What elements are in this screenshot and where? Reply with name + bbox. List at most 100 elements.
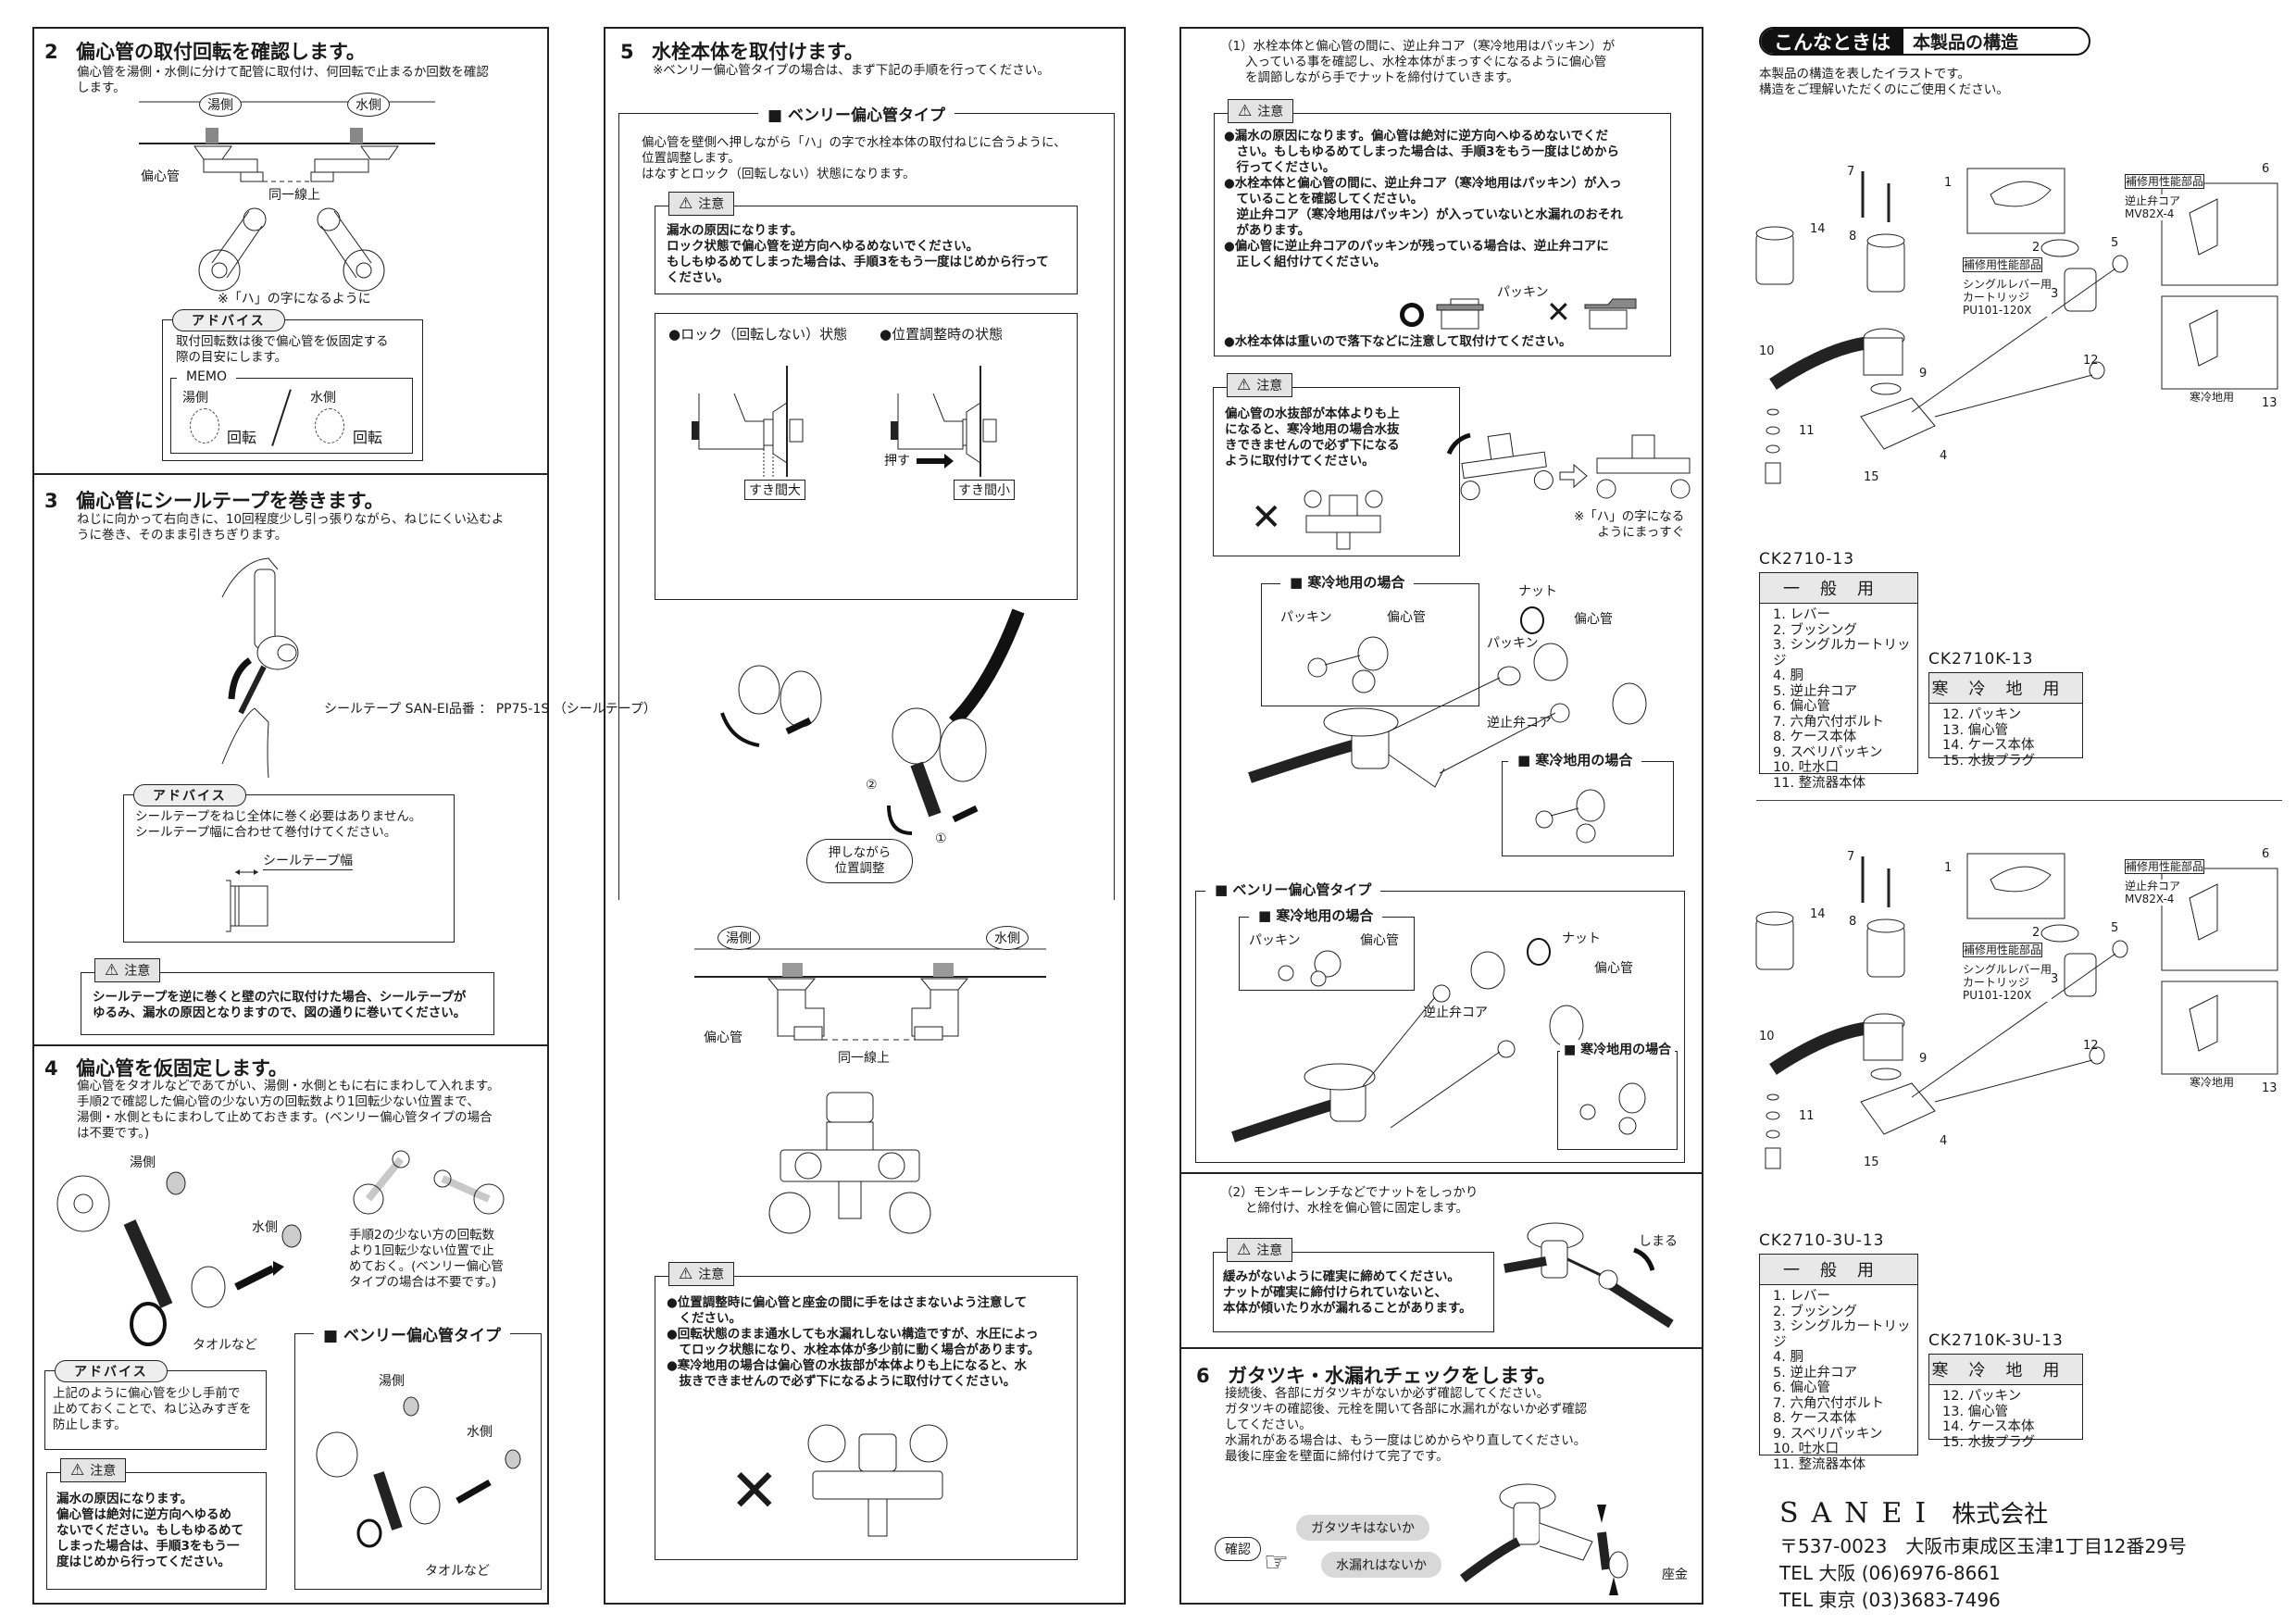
part-list-item: 15. 水抜プラグ — [1942, 753, 2036, 768]
warning-icon: ⚠ — [70, 1461, 85, 1480]
benly-type-title: ■ ベンリー偏心管タイプ — [1205, 880, 1381, 899]
benly-type-title: ■ ベンリー偏心管タイプ — [314, 1322, 510, 1345]
part-callout-number: 2 — [2032, 926, 2040, 940]
advice-label: アドバイス — [172, 309, 285, 331]
eccentric-pipe-label: 偏心管 — [141, 169, 180, 184]
eccentric-pipe-label: 偏心管 — [1594, 961, 1633, 976]
eccentric-pipe-label: 偏心管 — [1574, 612, 1613, 627]
caution-text: 緩みがないように確実に締めてください。 ナットが確実に締付けられていないと、 本… — [1223, 1269, 1472, 1316]
advice-label: アドバイス — [133, 784, 246, 806]
packing-correct-diagram — [1437, 299, 1492, 332]
tape-width-diagram — [226, 869, 291, 934]
substep-2-text: （2）モンキーレンチなどでナットをしっかり と締付け、水栓を偏心管に固定します。 — [1220, 1185, 1479, 1216]
model-number-cold: CK2710K-13 — [1928, 650, 2034, 668]
table-header: 一般用 — [1760, 573, 1917, 604]
part-callout-number: 5 — [2111, 921, 2119, 935]
check-label: 確認 — [1215, 1537, 1261, 1561]
part-list-item: 13. 偏心管 — [1942, 722, 2009, 738]
caution-text: 偏心管の水抜部が本体よりも上 になると、寒冷地用の場合水抜 きできませんので必ず… — [1225, 406, 1400, 468]
divider — [32, 1044, 549, 1046]
part-list-item: 8. ケース本体 — [1773, 730, 1857, 744]
part-list-item: 12. パッキン — [1942, 707, 2022, 722]
benly-type-title: ■ ベンリー偏心管タイプ — [758, 102, 955, 125]
table-header: 寒冷地用 — [1929, 1355, 2082, 1385]
part-callout-number: 12 — [2083, 1039, 2099, 1053]
advice-text: 取付回転数は後で偏心管を仮固定する 際の目安にします。 — [176, 334, 389, 365]
advice-box: アドバイス 取付回転数は後で偏心管を仮固定する 際の目安にします。 MEMO 湯… — [162, 309, 423, 461]
caution-label: ⚠注意 — [60, 1458, 127, 1482]
column-1-frame — [32, 27, 549, 1605]
packing-label: パッキン — [1487, 636, 1539, 651]
step-title: 偏心管の取付回転を確認します。 — [76, 41, 366, 63]
part-list-item: 5. 逆止弁コア — [1773, 1365, 1857, 1380]
caution-label: ⚠注意 — [668, 192, 735, 216]
part-callout-number: 7 — [1847, 850, 1855, 864]
benly-type-box: ■ ベンリー偏心管タイプ 湯側 水側 タオルなど — [294, 1322, 542, 1590]
position-adjust-illustration — [704, 611, 1037, 843]
company-name: 株式会社 — [1952, 1501, 2049, 1529]
step-number: 2 — [44, 41, 58, 63]
step-4-description: 偏心管をタオルなどであてがい、湯側・水側ともに右にまわして入れます。 手順2で確… — [77, 1079, 500, 1141]
table-header: 一般用 — [1760, 1255, 1917, 1285]
caution-item: ●漏水の原因になります。偏心管は絶対に逆方向へゆるめないでくだ さい。もしもゆる… — [1224, 129, 1619, 175]
check-valve-part-label: 逆止弁コア MV82X-4 — [2125, 880, 2181, 906]
caution-label: ⚠注意 — [1227, 1238, 1293, 1262]
memo-hot-input[interactable] — [190, 408, 219, 443]
benly-type-box: ■ ベンリー偏心管タイプ — [618, 102, 1115, 900]
part-list-item: 11. 整流器本体 — [1773, 1456, 1866, 1472]
part-callout-number: 9 — [1919, 1052, 1928, 1066]
caution-item: ●位置調整時に偏心管と座金の間に手をはさまないよう注意して ください。 — [667, 1295, 1028, 1326]
washer-label: 座金 — [1662, 1568, 1688, 1582]
part-list-item: 4. 胴 — [1773, 668, 1803, 683]
caution-box: ⚠注意 偏心管の水抜部が本体よりも上 になると、寒冷地用の場合水抜 きできません… — [1213, 373, 1460, 556]
push-adjust-bubble: 押しながら 位置調整 — [806, 839, 913, 883]
warning-icon: ⚠ — [1237, 376, 1252, 394]
seal-tape-winding-illustration — [213, 551, 333, 782]
nut-label: ナット — [1518, 584, 1557, 599]
memo-cold-input[interactable] — [315, 408, 344, 443]
advice-label: アドバイス — [55, 1360, 168, 1382]
advice-text: 上記のように偏心管を少し手前で 止めておくことで、ねじ込みすぎを 防止します。 — [53, 1386, 252, 1432]
cold-region-title: ■ 寒冷地用の場合 — [1249, 906, 1383, 925]
section-banner: こんなときは 本製品の構造 — [1759, 27, 2090, 56]
part-callout-number: 11 — [1799, 424, 1815, 438]
benly-description: 偏心管を壁側へ押しながら「ハ」の字で水栓本体の取付ねじに合うように、 位置調整し… — [642, 135, 1067, 181]
faucet-exploded-view — [1213, 593, 1676, 815]
one-turn-less-note: 手順2の少ない方の回転数 より1回転少ない位置で止 めておく。(ベンリー偏心管 … — [349, 1228, 504, 1290]
packing-wrong-diagram — [1585, 299, 1641, 332]
model-number-general: CK2710-3U-13 — [1759, 1231, 1885, 1250]
check-valve-part-label: 逆止弁コア MV82X-4 — [2125, 194, 2181, 220]
tel-tokyo: TEL 東京 (03)3683-7496 — [1779, 1589, 2001, 1611]
part-list-item: 1. レバー — [1773, 607, 1830, 622]
towel-label: タオルなど — [193, 1338, 257, 1353]
repair-part-tag: 補修用性能部品 — [1963, 943, 2043, 957]
wobble-check-bubble: ガタツキはないか — [1296, 1515, 1429, 1541]
towel-label: タオルなど — [425, 1564, 490, 1579]
memo-unit: 回転 — [353, 429, 383, 446]
nut-label: ナット — [1562, 931, 1601, 946]
tel-osaka: TEL 大阪 (06)6976-8661 — [1779, 1562, 2001, 1584]
banner-title: 本製品の構造 — [1913, 32, 2019, 53]
cold-region-parts — [1299, 626, 1429, 700]
part-list-item: 3. シングルカートリッジ — [1773, 1319, 1911, 1350]
caution-item: ●水栓本体と偏心管の間に、逆止弁コア（寒冷地用はパッキン）が入っ ていることを確… — [1224, 176, 1623, 238]
company-info: SANEI 株式会社 〒537-0023 大阪市東成区玉津1丁目12番29号 T… — [1779, 1495, 2187, 1612]
gap-small-label: すき間小 — [954, 480, 1015, 500]
caution-label: ⚠注意 — [668, 1262, 735, 1286]
caution-item: ●寒冷地用の場合は偏心管の水抜部が本体よりも上になると、水 抜きできませんので必… — [667, 1358, 1027, 1389]
part-callout-number: 1 — [1944, 176, 1953, 190]
hot-side-label: 湯側 — [718, 926, 760, 950]
warning-icon: ⚠ — [105, 961, 119, 980]
warning-icon: ⚠ — [679, 1265, 693, 1283]
cold-use-label: 寒冷地用 — [2190, 391, 2235, 404]
step-3-description: ねじに向かって右向きに、10回程度少し引っ張りながら、ねじにくい込むよ うに巻き… — [77, 512, 505, 543]
part-callout-number: 10 — [1759, 1030, 1775, 1043]
check-valve-label: 逆止弁コア — [1487, 716, 1552, 731]
cold-region-box: ■ 寒冷地用の場合 パッキン 偏心管 — [1239, 906, 1415, 991]
part-callout-number: 11 — [1799, 1109, 1815, 1123]
memo-unit: 回転 — [227, 429, 257, 446]
packing-label: パッキン — [1497, 285, 1549, 300]
part-list-item: 7. 六角穴付ボルト — [1773, 714, 1884, 730]
